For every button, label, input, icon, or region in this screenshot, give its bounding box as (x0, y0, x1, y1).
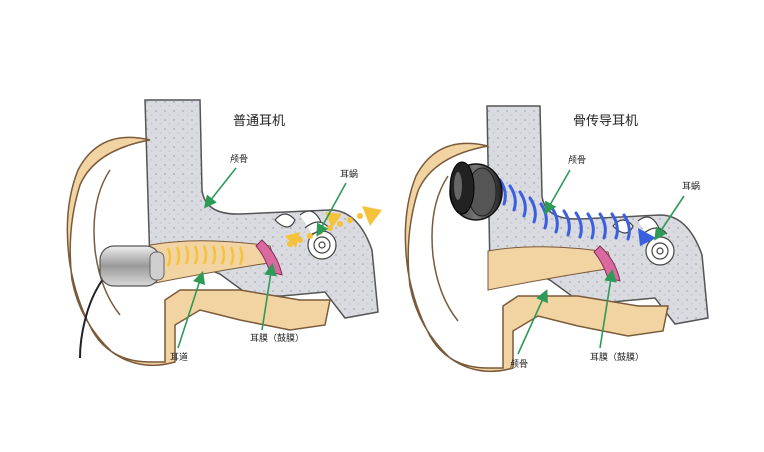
bone-conduction-transducer-icon (449, 161, 503, 221)
right-label-skull-bottom: 颅骨 (510, 359, 528, 370)
left-label-ear-canal: 耳道 (170, 351, 188, 363)
right-outer-ear (404, 142, 669, 373)
left-arrow-skull (204, 167, 237, 209)
right-skull-bone (486, 105, 709, 325)
left-label-skull: 颅骨 (230, 154, 248, 165)
left-skull-bone (144, 99, 379, 319)
left-label-cochlea: 耳蜗 (340, 169, 358, 180)
left-ear-fold (93, 169, 121, 316)
right-arrow-skull-top (544, 169, 571, 215)
left-panel-title: 普通耳机 (233, 114, 285, 129)
left-sound-waves (166, 245, 244, 267)
left-arrow-eardrum (261, 262, 277, 331)
left-label-eardrum: 耳膜（鼓膜） (250, 332, 304, 344)
right-label-cochlea: 耳蜗 (682, 181, 700, 192)
right-arrow-eardrum (599, 268, 617, 349)
right-label-eardrum: 耳膜（鼓膜） (590, 351, 644, 363)
left-arrow-ear-canal (177, 270, 206, 349)
left-outer-ear (66, 136, 331, 367)
right-vibration-arrow (638, 228, 656, 246)
right-label-skull-top: 颅骨 (568, 155, 586, 166)
right-arrow-cochlea (654, 195, 685, 241)
right-panel-title: 骨传导耳机 (573, 114, 638, 129)
right-arrow-skull-bottom (517, 289, 548, 355)
right-bone-vibration-waves (498, 178, 631, 241)
left-sound-arrow (285, 206, 382, 248)
left-arrow-cochlea (316, 182, 347, 237)
left-ear-illustration (66, 99, 382, 367)
in-ear-earphone-icon (79, 245, 165, 359)
right-ear-fold (431, 175, 459, 322)
right-ear-illustration (404, 105, 709, 373)
